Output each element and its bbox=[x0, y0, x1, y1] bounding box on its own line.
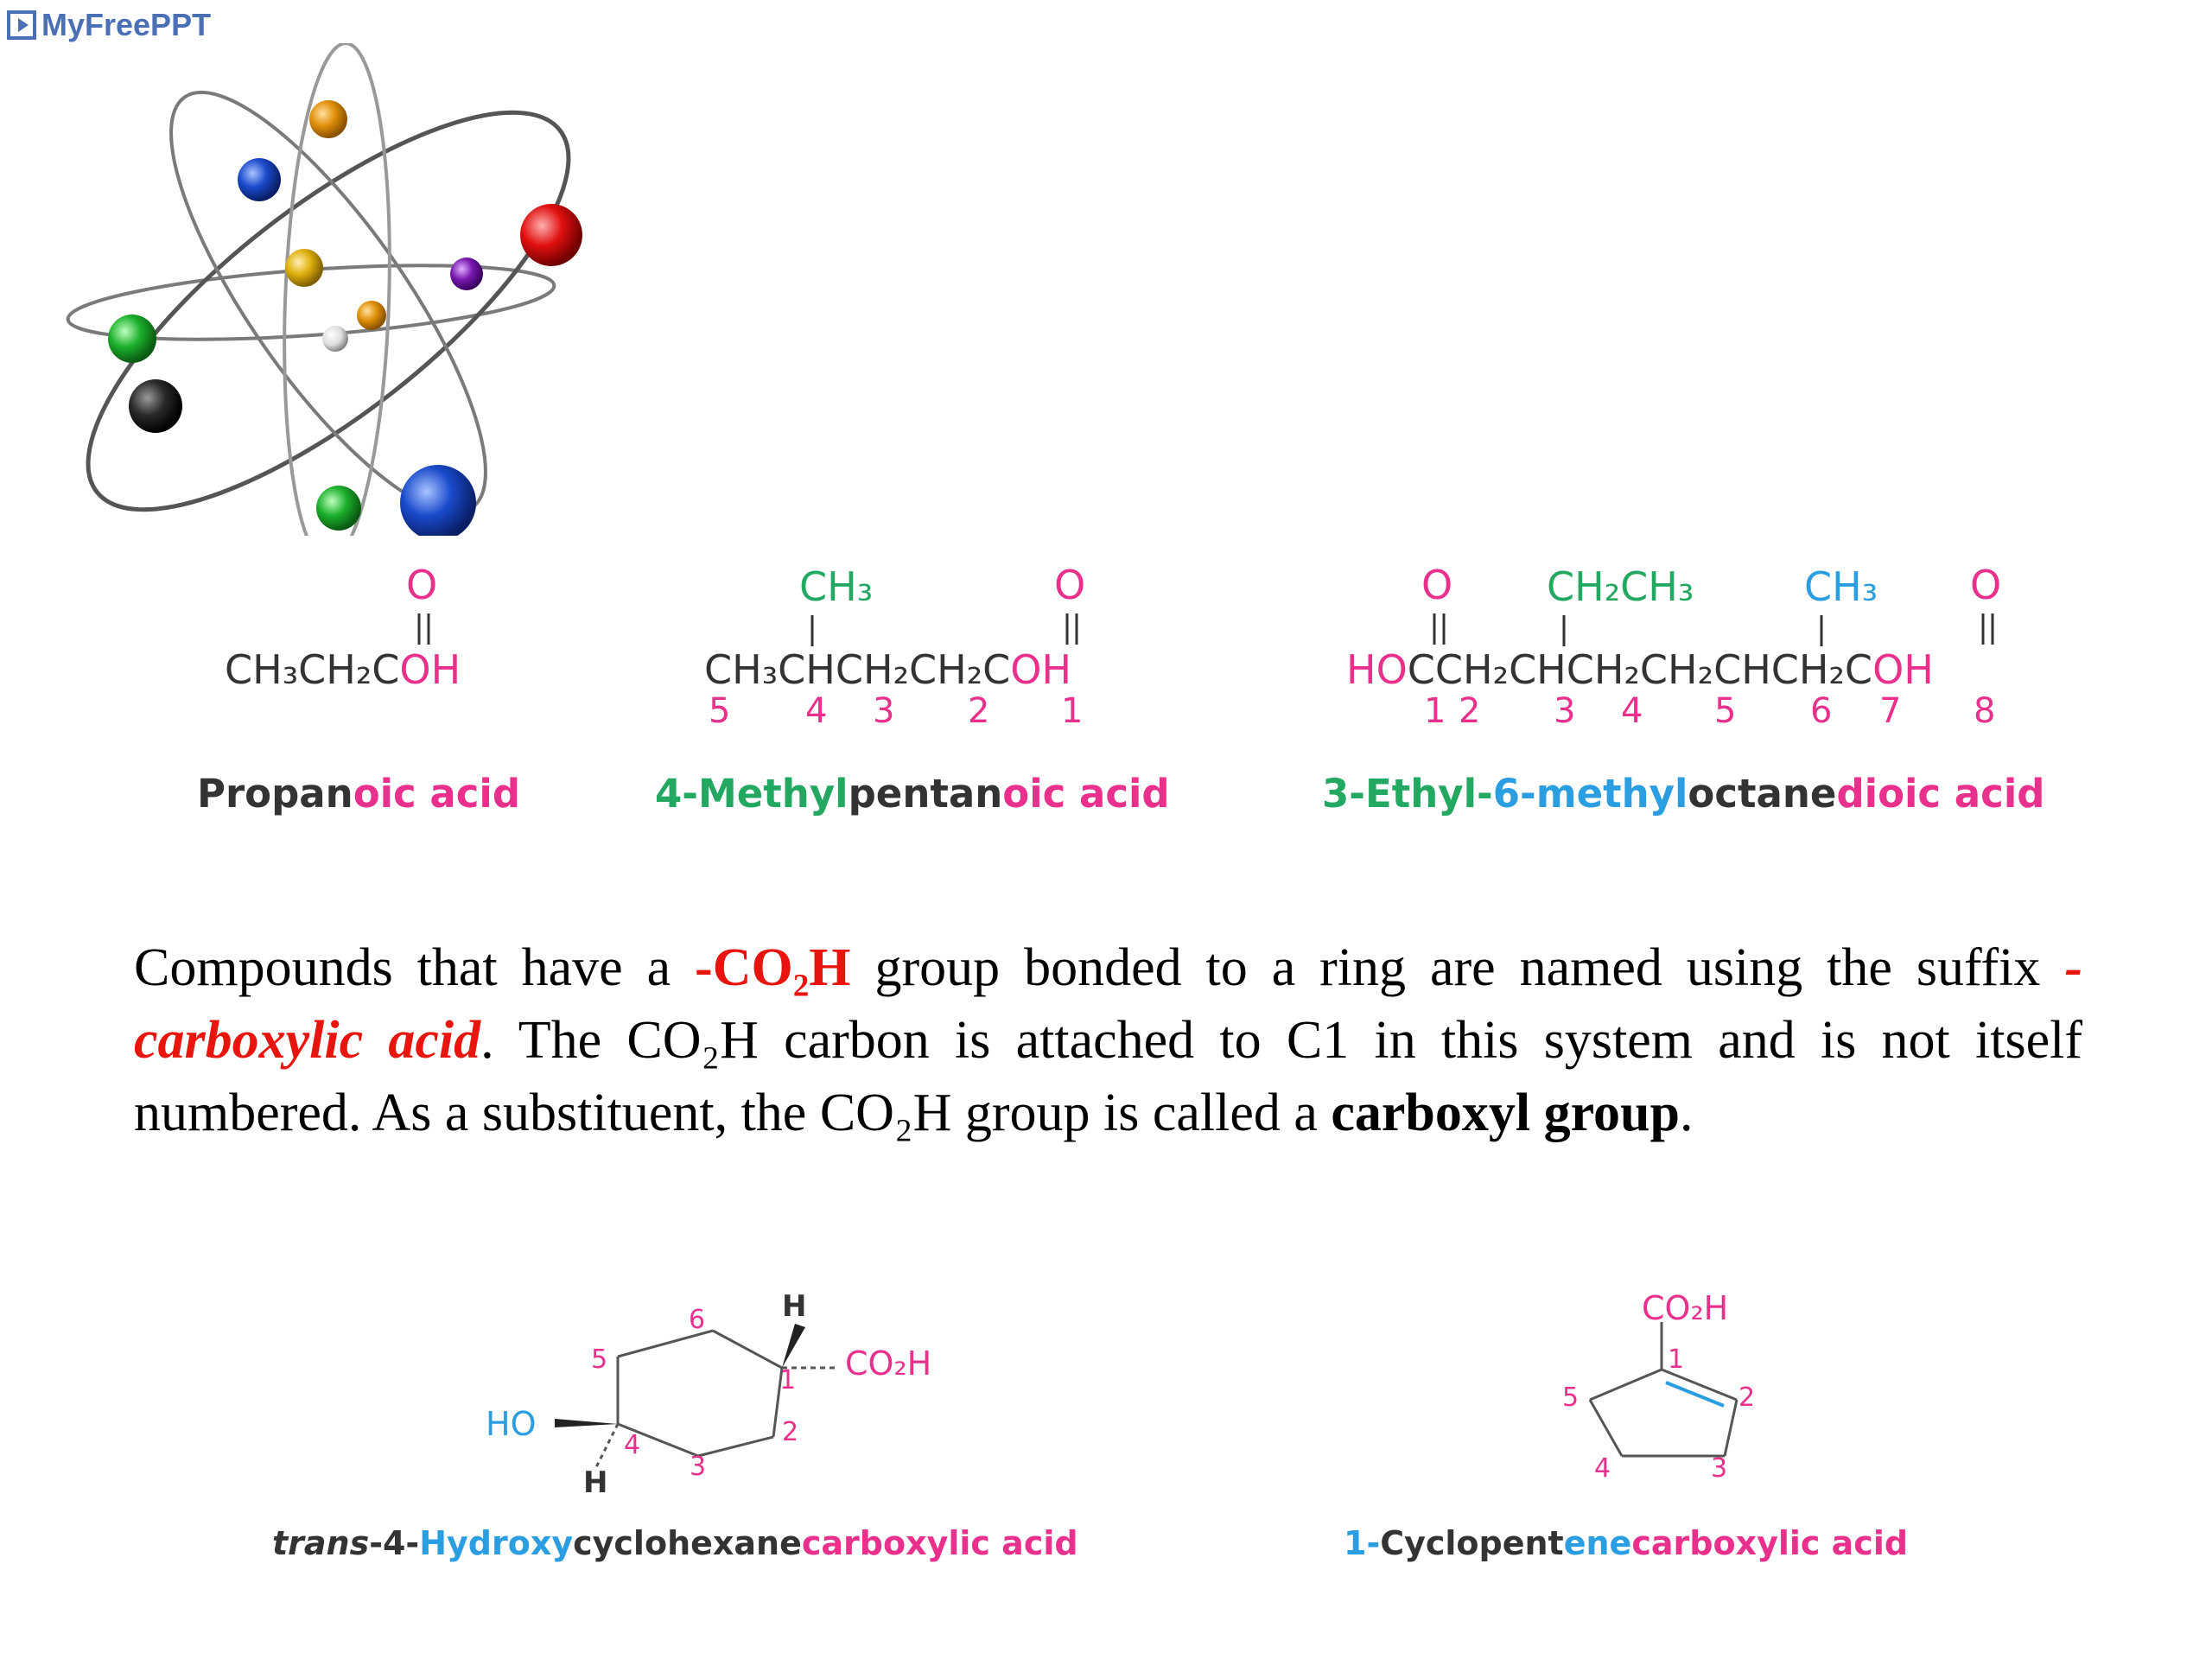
paragraph-highlight: -carboxylic acid bbox=[134, 938, 2082, 1070]
carbon-number: 8 bbox=[1974, 691, 1996, 731]
ring-number: 5 bbox=[1562, 1382, 1580, 1413]
octanedioic-double-bond-left bbox=[1433, 613, 1446, 645]
carbon-number: 4 bbox=[1621, 691, 1643, 731]
octanedioic-ethyl-bond bbox=[1562, 615, 1566, 646]
ring-number: 5 bbox=[591, 1344, 608, 1375]
octanedioic-formula: HOCCH₂CHCH₂CH₂CHCH₂COH bbox=[1346, 646, 1934, 693]
ring-number: 1 bbox=[1668, 1344, 1685, 1375]
ring-number: 6 bbox=[689, 1305, 706, 1335]
propanoic-acid-name: Propanoic acid bbox=[197, 771, 520, 817]
propanoic-name-part: Propan bbox=[197, 771, 353, 817]
propanoic-name-part: oic acid bbox=[353, 771, 521, 817]
octanedioic-acid-name: 3-Ethyl-6-methyloctanedioic acid bbox=[1322, 771, 2044, 817]
methylpentanoic-single-bond bbox=[810, 615, 814, 646]
carbon-number: 6 bbox=[1810, 691, 1833, 731]
octanedioic-carbonyl-o-right: O bbox=[1970, 562, 2002, 608]
cyclohexane-name-part: carboxylic acid bbox=[801, 1524, 1078, 1562]
propanoic-formula-main: CH₃CH₂C bbox=[225, 646, 400, 693]
octanedioic-ch2ch3: CH₂CH₃ bbox=[1547, 563, 1694, 610]
paragraph-text: group bonded to a ring are named using t… bbox=[850, 938, 2065, 997]
carbon-number: 5 bbox=[1714, 691, 1737, 731]
propanoic-formula: CH₃CH₂COH bbox=[225, 646, 461, 693]
cyclopentene-name-part: 1- bbox=[1344, 1524, 1381, 1562]
cyclohexane-name-part: trans bbox=[272, 1524, 370, 1562]
body-paragraph: Compounds that have a -CO₂H group bonded… bbox=[134, 931, 2082, 1149]
methylpentanoic-carbonyl-o: O bbox=[1054, 562, 1086, 608]
cyclohexane-co2h: CO₂H bbox=[845, 1344, 932, 1382]
octanedioic-ch3: CH₃ bbox=[1804, 563, 1878, 610]
methylpentanoic-formula: CH₃CHCH₂CH₂COH bbox=[704, 646, 1071, 693]
octanedioic-formula-mid: CCH₂CHCH₂CH₂CHCH₂C bbox=[1407, 646, 1873, 693]
cyclohexane-ring-structure bbox=[555, 1324, 838, 1468]
ring-number: 4 bbox=[624, 1430, 641, 1460]
paragraph-highlight: -CO₂H bbox=[695, 938, 851, 997]
cyclohexane-name-part: cyclohexane bbox=[573, 1524, 802, 1562]
logo-text: MyFreePPT bbox=[41, 7, 212, 42]
methylpentanoic-formula-oh: OH bbox=[1010, 646, 1072, 693]
paragraph-text: . The CO₂H carbon is attached to C1 in t… bbox=[134, 1011, 2082, 1142]
octanedioic-methyl-bond bbox=[1820, 615, 1823, 646]
methylpentanoic-formula-main: CH₃CHCH₂CH₂C bbox=[704, 646, 1011, 693]
carbon-number: 4 bbox=[805, 691, 828, 731]
cyclohexane-name-part: -4- bbox=[369, 1524, 420, 1562]
logo: MyFreePPT bbox=[7, 7, 211, 43]
carbon-number: 7 bbox=[1879, 691, 1902, 731]
paragraph-text: . bbox=[1679, 1084, 1694, 1142]
methylpentanoic-name-part: oic acid bbox=[1002, 771, 1170, 817]
cyclohexane-name-part: Hydroxy bbox=[419, 1524, 574, 1562]
ring-number: 3 bbox=[690, 1452, 707, 1482]
octanedioic-name-part: 6-methyl bbox=[1492, 771, 1688, 817]
octanedioic-name-part: dioic acid bbox=[1836, 771, 2045, 817]
logo-play-icon bbox=[7, 10, 36, 40]
methylpentanoic-name-part: pentan bbox=[848, 771, 1003, 817]
cyclohexane-name: trans-4-Hydroxycyclohexanecarboxylic aci… bbox=[272, 1524, 1078, 1562]
octanedioic-carbonyl-o-left: O bbox=[1421, 562, 1453, 608]
cyclopentene-name: 1-Cyclopentenecarboxylic acid bbox=[1344, 1524, 1908, 1562]
propanoic-double-bond bbox=[417, 613, 430, 645]
cyclopentene-name-part: Cyclopent bbox=[1380, 1524, 1564, 1562]
ring-number: 3 bbox=[1711, 1453, 1728, 1484]
ring-number: 1 bbox=[779, 1365, 797, 1395]
cyclopentene-co2h: CO₂H bbox=[1642, 1289, 1729, 1327]
methylpentanoic-double-bond bbox=[1065, 613, 1078, 645]
cyclopentene-name-part: ene bbox=[1563, 1524, 1632, 1562]
ring-number: 4 bbox=[1594, 1453, 1611, 1484]
ring-number: 2 bbox=[782, 1417, 799, 1447]
octanedioic-double-bond-right bbox=[1981, 613, 1994, 645]
octanedioic-name-part: 3-Ethyl- bbox=[1322, 771, 1493, 817]
carbon-number: 3 bbox=[1554, 691, 1576, 731]
carbon-number: 1 bbox=[1061, 691, 1084, 731]
carbon-number: 1 bbox=[1424, 691, 1446, 731]
octanedioic-formula-ho: HO bbox=[1346, 646, 1408, 693]
propanoic-carbonyl-o: O bbox=[406, 562, 438, 608]
cyclohexane-ho: HO bbox=[486, 1405, 537, 1443]
paragraph-text: Compounds that have a bbox=[134, 938, 696, 997]
carbon-number: 2 bbox=[968, 691, 990, 731]
cyclohexane-h-top: H bbox=[782, 1289, 807, 1324]
cyclopentene-ring-structure bbox=[1588, 1322, 1738, 1458]
carbon-number: 3 bbox=[873, 691, 895, 731]
propanoic-formula-oh: OH bbox=[399, 646, 461, 693]
carbon-number: 5 bbox=[709, 691, 731, 731]
methylpentanoic-name-part: 4-Methyl bbox=[655, 771, 849, 817]
atom-model-icon bbox=[66, 43, 582, 536]
carbon-number: 2 bbox=[1459, 691, 1481, 731]
octanedioic-formula-oh: OH bbox=[1872, 646, 1934, 693]
methylpentanoic-ch3: CH₃ bbox=[799, 563, 874, 610]
octanedioic-name-part: octane bbox=[1688, 771, 1837, 817]
paragraph-bold-term: carboxyl group bbox=[1331, 1084, 1680, 1142]
cyclopentene-name-part: carboxylic acid bbox=[1631, 1524, 1909, 1562]
methylpentanoic-acid-name: 4-Methylpentanoic acid bbox=[655, 771, 1170, 817]
ring-number: 2 bbox=[1738, 1382, 1756, 1413]
cyclohexane-h-bottom: H bbox=[583, 1465, 608, 1500]
